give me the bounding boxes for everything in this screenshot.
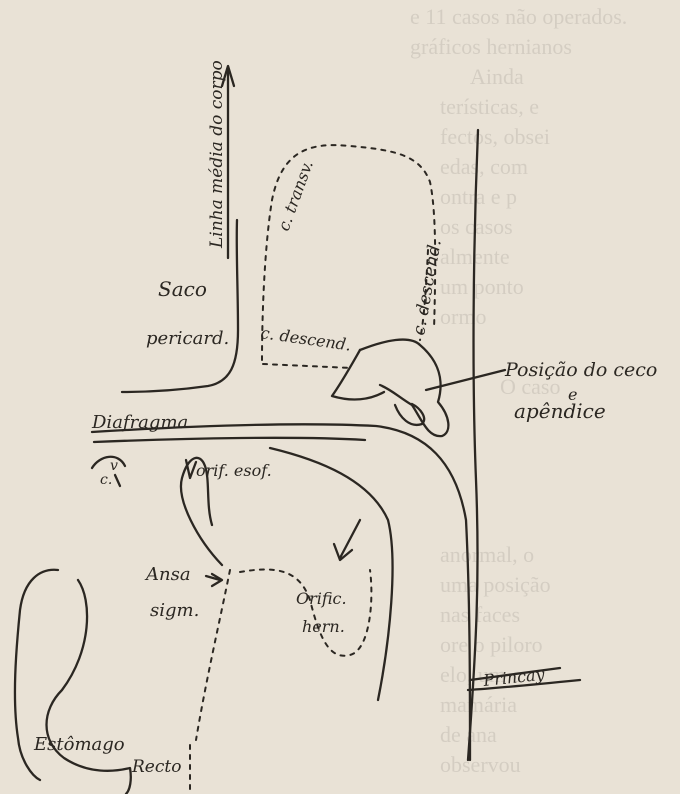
vena-cava-tick [115,475,120,486]
orif-esof-mark [186,460,196,478]
label-orif-esof: orif. esof. [196,461,272,480]
label-ansa: Ansa [144,564,191,585]
label-hern: hern. [302,617,345,636]
hernial-orifice-outline [240,569,371,655]
colon-inner-line [263,364,352,368]
vena-cava-arc [92,457,125,468]
stomach-outline [15,570,131,794]
label-recto: Recto [131,757,181,777]
label-diafragma: Diafragma [91,412,188,433]
label-c-transv: c. transv. [274,158,317,234]
signature: Princay [481,665,546,691]
label-estomago: Estômago [33,734,125,755]
label-c-descend-lower: c. descend. [259,323,352,354]
label-vc-c: c. [100,472,112,488]
label-posicao: Posição do ceco [504,359,657,381]
rectum-line [196,570,230,740]
label-orific: Orific. [296,589,347,608]
label-pericard: pericard. [146,328,229,349]
label-apendice: apêndice [514,399,606,423]
label-midline: Linha média do corpo [207,60,227,249]
label-c-descend-upper: c. descend. [409,238,446,337]
label-sigm: sigm. [150,600,199,621]
ansa-arrow [206,574,222,586]
diaphragm-line [92,424,470,760]
label-saco: Saco [158,277,207,301]
orifice-arrow [334,520,360,560]
diaphragm-underline [94,438,365,442]
